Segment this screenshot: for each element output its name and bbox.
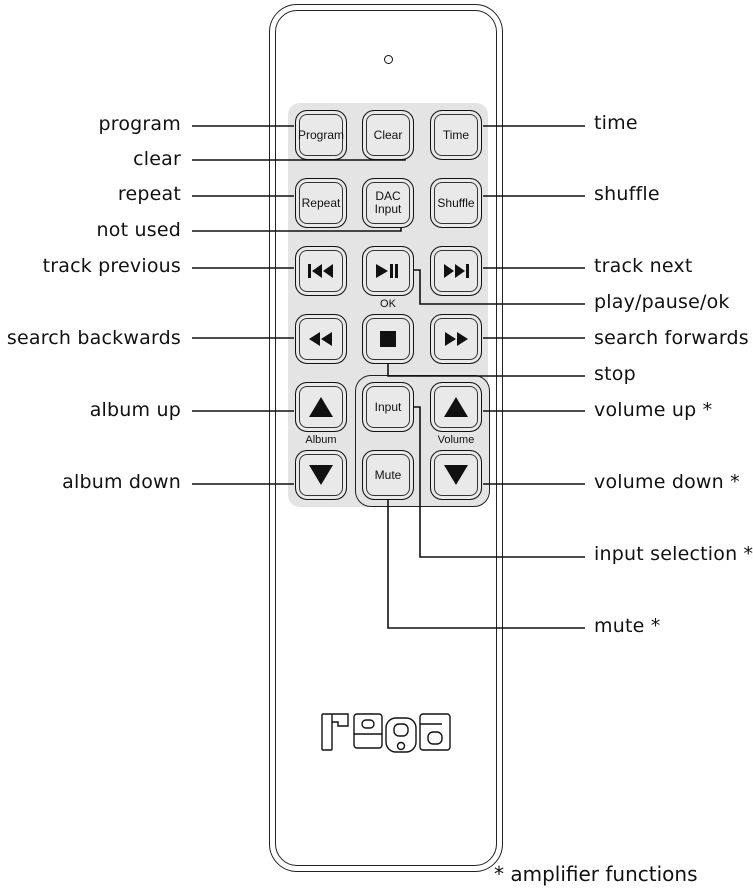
label-clear: clear	[133, 148, 181, 170]
label-album-up: album up	[89, 399, 181, 421]
volume-caption: Volume	[437, 434, 475, 446]
repeat-button[interactable]: Repeat	[295, 178, 347, 228]
program-button[interactable]: Program	[295, 110, 347, 160]
shuffle-button[interactable]: Shuffle	[430, 178, 482, 228]
track-previous-button[interactable]	[295, 246, 347, 296]
input-button[interactable]: Input	[362, 382, 414, 432]
album-caption: Album	[305, 434, 337, 446]
skip-previous-icon	[308, 264, 333, 278]
label-not-used: not used	[96, 219, 181, 241]
track-next-button[interactable]	[430, 246, 482, 296]
stop-button[interactable]	[362, 314, 414, 364]
album-up-button[interactable]	[295, 382, 347, 432]
clear-button[interactable]: Clear	[362, 110, 414, 160]
ir-window-icon	[384, 55, 393, 64]
input-button-label: Input	[374, 399, 402, 414]
label-search-forwards: search forwards	[594, 327, 749, 349]
mute-button-label: Mute	[374, 467, 402, 482]
label-volume-down: volume down *	[594, 471, 740, 493]
clear-button-label: Clear	[373, 127, 403, 142]
label-track-previous: track previous	[42, 255, 181, 277]
label-mute: mute *	[594, 615, 661, 637]
time-button[interactable]: Time	[430, 110, 482, 160]
search-forwards-button[interactable]	[430, 314, 482, 364]
rewind-icon	[309, 332, 332, 346]
ok-caption: OK	[380, 298, 396, 310]
label-repeat: repeat	[117, 183, 181, 205]
mute-button[interactable]: Mute	[362, 450, 414, 500]
repeat-button-label: Repeat	[301, 195, 341, 210]
label-time: time	[594, 112, 638, 134]
label-volume-up: volume up *	[594, 399, 713, 421]
triangle-up-icon	[444, 397, 468, 417]
dac-input-button[interactable]: DAC Input	[362, 178, 414, 228]
triangle-up-icon	[309, 397, 333, 417]
label-input-selection: input selection *	[594, 543, 753, 565]
time-button-label: Time	[442, 127, 470, 142]
line-stop	[387, 352, 585, 377]
skip-next-icon	[444, 264, 469, 278]
triangle-down-icon	[309, 465, 333, 485]
search-backwards-button[interactable]	[295, 314, 347, 364]
play-pause-button[interactable]	[362, 246, 414, 296]
album-down-button[interactable]	[295, 450, 347, 500]
program-button-label: Program	[297, 127, 344, 142]
footnote: * amplifier functions	[494, 862, 698, 886]
label-track-next: track next	[594, 255, 693, 277]
play-pause-icon	[376, 264, 398, 278]
rega-logo-icon	[321, 713, 451, 753]
label-shuffle: shuffle	[594, 183, 660, 205]
remote-body-inner-outline	[275, 10, 497, 866]
line-mute	[387, 490, 585, 629]
fast-forward-icon	[445, 332, 468, 346]
label-stop: stop	[594, 363, 636, 385]
volume-up-button[interactable]	[430, 382, 482, 432]
label-program: program	[98, 113, 181, 135]
remote-body-outline	[269, 4, 503, 872]
stop-icon	[380, 331, 396, 347]
label-album-down: album down	[62, 471, 181, 493]
label-search-backwards: search backwards	[6, 327, 181, 349]
triangle-down-icon	[444, 465, 468, 485]
dac-input-button-label: DAC Input	[374, 189, 402, 216]
shuffle-button-label: Shuffle	[437, 195, 475, 210]
label-play-pause-ok: play/pause/ok	[594, 291, 730, 313]
volume-down-button[interactable]	[430, 450, 482, 500]
